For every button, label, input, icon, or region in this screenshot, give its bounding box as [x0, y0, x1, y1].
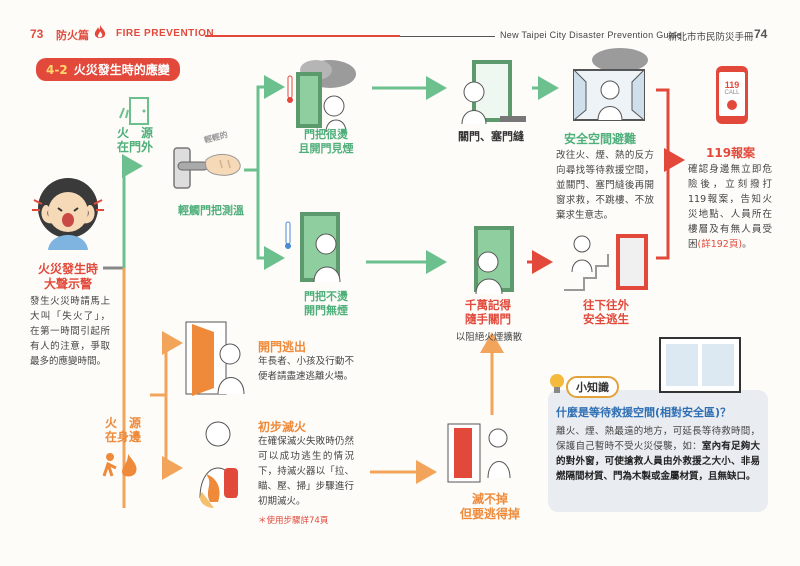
tip-body-bold: 室內有足夠大的對外窗，可使搶救人員由外救援之大小、非易燃隔間材質、門為木製或金屬…: [556, 441, 760, 482]
guide-title-en: New Taipei City Disaster Prevention Guid…: [500, 30, 682, 40]
header-rule-left: [205, 35, 400, 37]
closed-door-icon: [119, 97, 149, 125]
remember-line2: 隨手關門: [465, 312, 511, 326]
escape-line2: 安全逃生: [583, 312, 629, 326]
inside-label-line1: 火 源: [104, 416, 141, 430]
call-end: 。: [742, 239, 752, 250]
open-door-body: 年長者、小孩及行動不便者請盡速逃離火場。: [258, 356, 354, 382]
section-badge: 4-2 火災發生時的應變: [36, 58, 180, 81]
section-name: 防火篇: [56, 29, 89, 42]
escaping-person-illustration: [447, 423, 511, 483]
not-hot-caption: 門把不燙 開門無煙: [284, 290, 368, 318]
page-header: 73 防火篇 FIRE PREVENTION New Taipei City D…: [0, 0, 800, 46]
hot-caption: 門把很燙 且開門見煙: [284, 128, 368, 156]
cool-door-illustration: [285, 212, 341, 283]
fail-line1: 滅不掉: [471, 492, 508, 506]
remember-sub: 以阻絕火煙擴散: [455, 332, 523, 343]
inside-label: 火 源 在身邊: [98, 416, 148, 444]
call-ref: (詳192頁): [697, 239, 743, 250]
outside-label-line2: 在門外: [116, 140, 153, 154]
start-title: 火災發生時 大聲示警: [30, 262, 106, 292]
section-badge-title: 火災發生時的應變: [73, 63, 170, 77]
extinguish-note: ＊使用步驟詳74頁: [258, 516, 329, 526]
outside-label-line1: 火 源: [116, 126, 153, 140]
escape-line1: 往下往外: [583, 298, 629, 312]
touch-caption: 輕觸門把測溫: [178, 204, 244, 217]
safe-space-body: 改往火、煙、熱的反方向尋找等待救援空間，並關門、塞門縫後再開窗求救，不跳樓、不放…: [556, 150, 654, 221]
section-badge-number: 4-2: [46, 63, 68, 77]
hand-touching-handle-illustration: [173, 147, 241, 189]
fail-line2: 但要逃得掉: [459, 507, 520, 521]
escape-caption: 往下往外 安全逃生: [566, 298, 646, 326]
page-number-left: 73: [30, 27, 44, 41]
remember-line1: 千萬記得: [465, 298, 511, 312]
fail-caption: 滅不掉 但要逃得掉: [444, 492, 536, 522]
not-hot-line2: 開門無煙: [304, 304, 348, 317]
person-fire-icon: [102, 453, 137, 477]
open-door-title: 開門逃出: [258, 340, 307, 354]
call-title: 119報案: [706, 146, 756, 160]
safe-space-title: 安全空間避難: [564, 132, 637, 146]
extinguish-body: 在確保滅火失敗時仍然可以成功逃生的情況下，持滅火器以「拉、瞄、壓、掃」步驟進行初…: [258, 436, 354, 507]
not-hot-line1: 門把不燙: [304, 290, 348, 303]
extinguisher-illustration: [199, 421, 238, 508]
call-button-icon: [727, 100, 737, 110]
open-door-escape-illustration: [185, 321, 245, 396]
call-body-wrap: 確認身邊無立即危險後，立刻撥打119報案，告知火災地點、人員所在樓層及有無人員受…: [688, 162, 772, 252]
phone-screen: 119 CALL: [719, 72, 745, 116]
phone-label: CALL: [724, 90, 740, 96]
extinguish-title: 初步滅火: [258, 420, 307, 434]
close-door-illustration: [461, 60, 526, 125]
phone-number: 119: [724, 80, 740, 90]
tip-badge: 小知識: [566, 376, 619, 398]
start-title-line2: 大聲示警: [43, 277, 92, 291]
section-title-en: FIRE PREVENTION: [116, 28, 215, 39]
hot-door-smoke-illustration: [287, 60, 356, 132]
tip-box: [548, 390, 768, 512]
hot-line2: 且開門見煙: [298, 142, 354, 155]
page-number-right: 74: [754, 27, 768, 41]
window-illustration: [659, 337, 741, 393]
tip-title: 什麼是等待救援空間(相對安全區)？: [556, 406, 732, 419]
outside-label: 火 源 在門外: [110, 126, 160, 154]
tip-body: 離火、煙、熱最遠的地方，可延長等待救時間，保護自己暫時不受火災侵襲，如：室內有足…: [556, 424, 760, 484]
window-rescue-illustration: [573, 48, 648, 121]
phone-icon: 119 CALL: [716, 66, 748, 124]
close-door-caption: 關門、塞門縫: [458, 130, 524, 143]
header-rule-right: [400, 36, 495, 37]
shouting-woman-illustration: [32, 178, 104, 250]
shut-door-illustration: [474, 226, 514, 295]
guide-title-zh: 新北市市民防災手冊: [668, 32, 754, 43]
hot-line1: 門把很燙: [304, 128, 348, 141]
lightbulb-icon: [550, 374, 564, 393]
start-title-line1: 火災發生時: [37, 262, 98, 276]
stairs-exit-illustration: [564, 234, 648, 291]
flame-icon: [94, 25, 106, 38]
start-body: 發生火災時請馬上大叫「失火了」，在第一時間引起所有人的注意，爭取最多的應變時間。: [30, 296, 110, 367]
inside-label-line2: 在身邊: [104, 430, 141, 444]
tip-body-plain: 離火、煙、熱最遠的地方，可延長等待救時間，保護自己暫時不受火災侵襲，如：: [556, 426, 760, 452]
call-body: 確認身邊無立即危險後，立刻撥打119報案，告知火災地點、人員所在樓層及有無人員受…: [688, 164, 772, 250]
remember-caption: 千萬記得 隨手關門: [446, 298, 530, 326]
